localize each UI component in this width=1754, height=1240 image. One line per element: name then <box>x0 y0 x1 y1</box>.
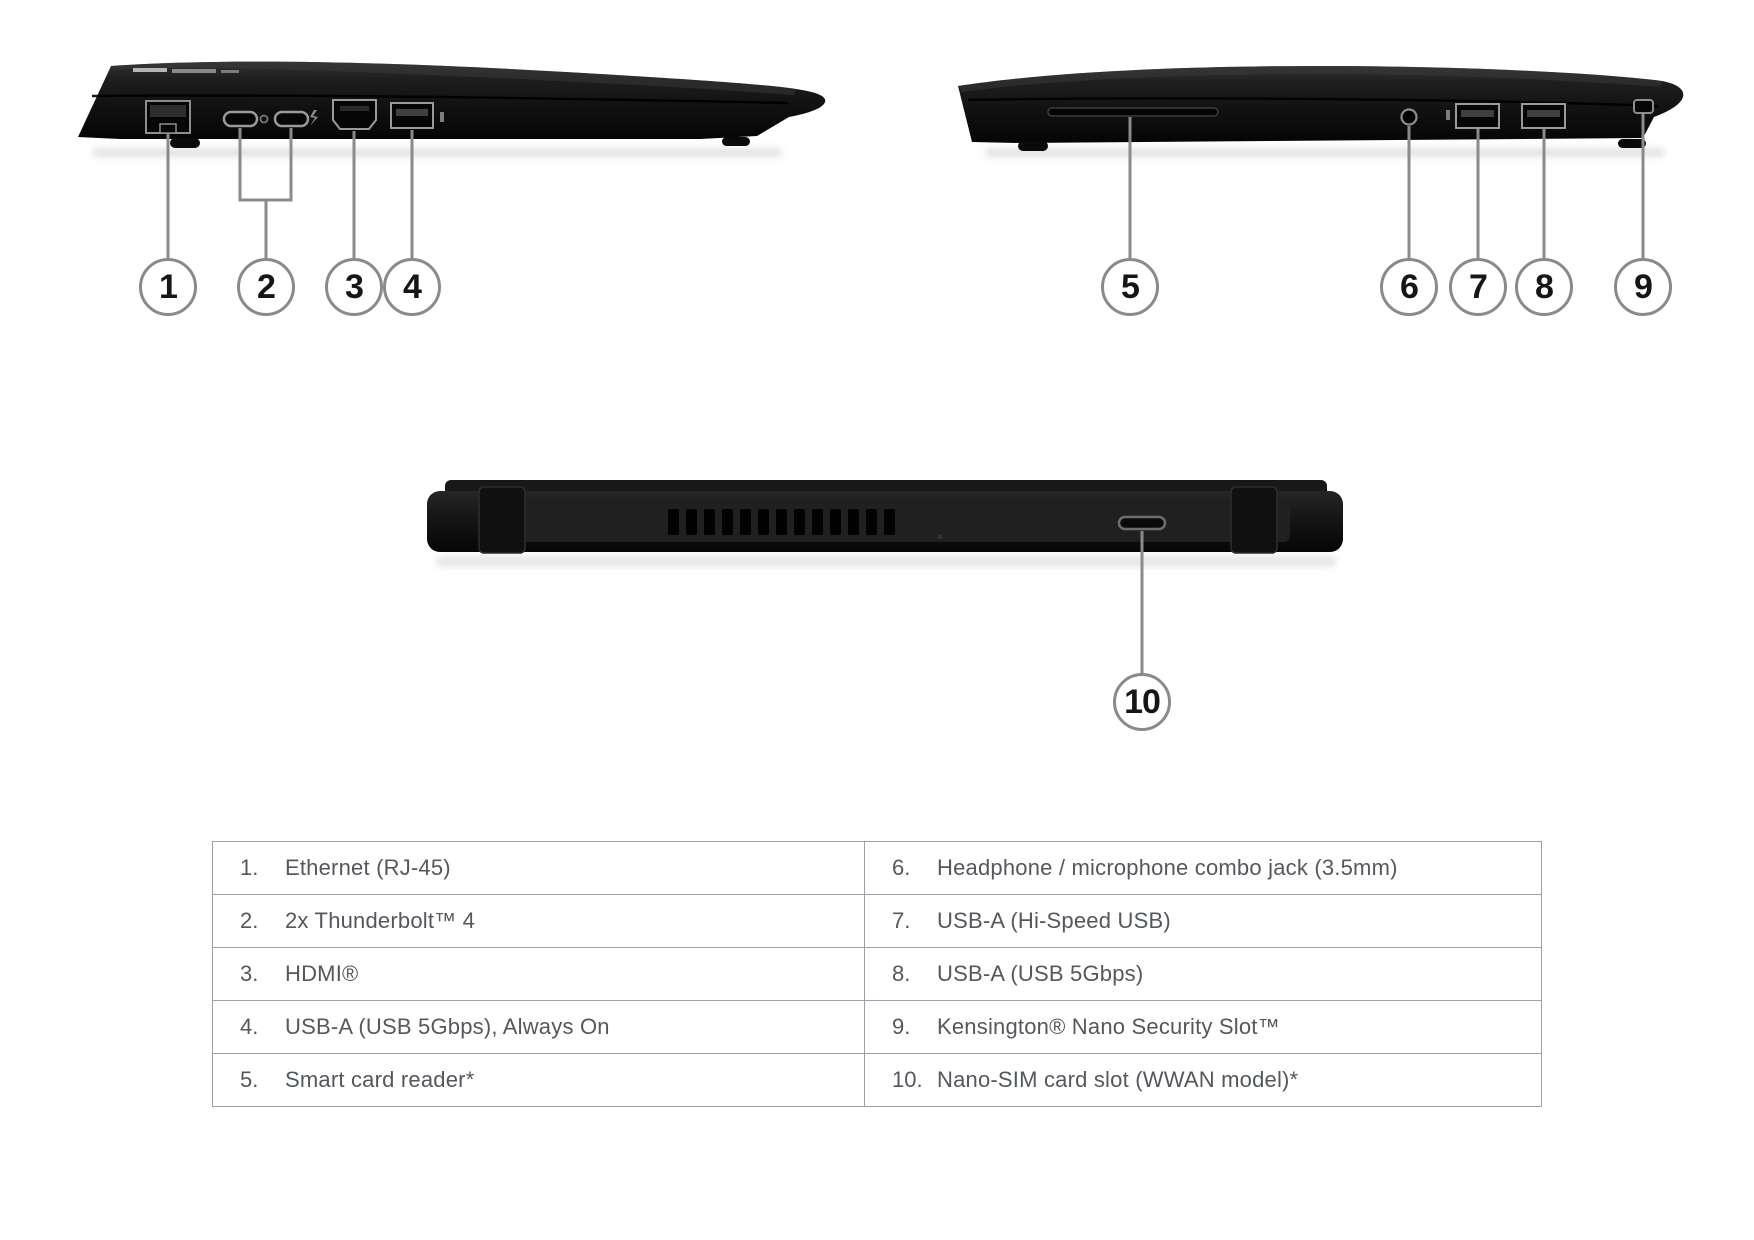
power-indicator-icon <box>259 114 269 124</box>
nano-sim-card-slot <box>1117 515 1167 531</box>
port-label: 2x Thunderbolt™ 4 <box>285 908 476 933</box>
hinge-right <box>1230 486 1278 554</box>
port-number: 7. <box>892 908 911 933</box>
legend-cell: 2. 2x Thunderbolt™ 4 <box>213 895 865 947</box>
thunderbolt-4-port-1 <box>222 110 259 128</box>
always-on-usb-icon <box>440 112 444 122</box>
port-number: 4. <box>240 1014 259 1039</box>
thunderbolt-4-port-2 <box>273 110 310 128</box>
callout-1: 1 <box>139 258 197 316</box>
callout-4: 4 <box>383 258 441 316</box>
left-side-view <box>78 61 826 258</box>
port-number: 6. <box>892 855 911 880</box>
legend-cell: 9. Kensington® Nano Security Slot™ <box>865 1001 1541 1053</box>
lid-edge-highlight <box>111 61 796 95</box>
rubber-foot <box>170 138 200 148</box>
port-number: 5. <box>240 1067 259 1092</box>
legend-row: 3. HDMI® 8. USB-A (USB 5Gbps) <box>213 948 1541 1001</box>
ethernet-rj45-port <box>145 100 191 134</box>
callout-10: 10 <box>1113 673 1171 731</box>
right-side-view <box>958 66 1684 258</box>
laptop-body <box>958 66 1684 143</box>
callout-2: 2 <box>237 258 295 316</box>
rubber-foot <box>1618 139 1646 148</box>
smart-card-reader-slot <box>1047 107 1219 117</box>
usb-a-hi-speed-port <box>1455 103 1500 129</box>
ground-shadow <box>985 148 1665 157</box>
rubber-foot <box>722 137 750 146</box>
callout-5: 5 <box>1101 258 1159 316</box>
ports-legend-table: 1. Ethernet (RJ-45) 6. Headphone / microph… <box>212 841 1542 1107</box>
legend-row: 2. 2x Thunderbolt™ 4 7. USB-A (Hi-Speed US… <box>213 895 1541 948</box>
callout-9: 9 <box>1614 258 1672 316</box>
usb-a-always-on-port <box>390 102 434 129</box>
legend-cell: 1. Ethernet (RJ-45) <box>213 842 865 894</box>
lid-logo-marks <box>133 68 239 73</box>
legend-cell: 3. HDMI® <box>213 948 865 1000</box>
callout-6: 6 <box>1380 258 1438 316</box>
port-number: 10. <box>892 1067 923 1092</box>
legend-cell: 8. USB-A (USB 5Gbps) <box>865 948 1541 1000</box>
callout-8: 8 <box>1515 258 1573 316</box>
port-label: USB-A (Hi-Speed USB) <box>937 908 1171 933</box>
legend-row: 5. Smart card reader* 10. Nano-SIM card sl… <box>213 1054 1541 1106</box>
thunderbolt-icon <box>310 110 318 126</box>
port-label: USB-A (USB 5Gbps), Always On <box>285 1014 610 1039</box>
lid-edge-highlight <box>958 66 1662 92</box>
ground-shadow <box>436 556 1336 567</box>
ground-shadow <box>92 148 782 157</box>
callout-lines-right-view <box>1128 114 1645 258</box>
callout-3: 3 <box>325 258 383 316</box>
port-label: USB-A (USB 5Gbps) <box>937 961 1144 986</box>
lid-base-seam <box>91 94 789 105</box>
port-label: Ethernet (RJ-45) <box>285 855 451 880</box>
callout-7: 7 <box>1449 258 1507 316</box>
ss-usb-icon <box>1446 110 1450 120</box>
kensington-nano-security-slot <box>1633 99 1654 114</box>
screw-dot <box>937 534 943 540</box>
port-number: 3. <box>240 961 259 986</box>
lid-base-seam <box>967 97 1659 108</box>
legend-cell: 6. Headphone / microphone combo jack (3.5… <box>865 842 1541 894</box>
hdmi-port <box>332 99 377 130</box>
port-number: 8. <box>892 961 911 986</box>
port-label: Nano-SIM card slot (WWAN model)* <box>937 1067 1299 1092</box>
port-label: Headphone / microphone combo jack (3.5mm… <box>937 855 1398 880</box>
port-number: 1. <box>240 855 259 880</box>
vent-slots <box>668 509 895 535</box>
legend-cell: 5. Smart card reader* <box>213 1054 865 1106</box>
legend-cell: 7. USB-A (Hi-Speed USB) <box>865 895 1541 947</box>
rear-inset-band <box>520 503 1290 542</box>
legend-cell: 10. Nano-SIM card slot (WWAN model)* <box>865 1054 1541 1106</box>
headphone-mic-combo-jack <box>1400 108 1418 126</box>
port-label: Smart card reader* <box>285 1067 475 1092</box>
hinge-left <box>478 486 526 554</box>
port-number: 2. <box>240 908 259 933</box>
port-label: HDMI® <box>285 961 359 986</box>
port-label: Kensington® Nano Security Slot™ <box>937 1014 1280 1039</box>
rubber-foot <box>1018 141 1048 151</box>
legend-cell: 4. USB-A (USB 5Gbps), Always On <box>213 1001 865 1053</box>
legend-row: 4. USB-A (USB 5Gbps), Always On 9. Kensing… <box>213 1001 1541 1054</box>
usb-a-5gbps-port <box>1521 103 1566 129</box>
rear-view <box>427 480 1343 673</box>
callout-lines-left-view <box>166 128 414 258</box>
port-number: 9. <box>892 1014 911 1039</box>
legend-row: 1. Ethernet (RJ-45) 6. Headphone / microph… <box>213 842 1541 895</box>
